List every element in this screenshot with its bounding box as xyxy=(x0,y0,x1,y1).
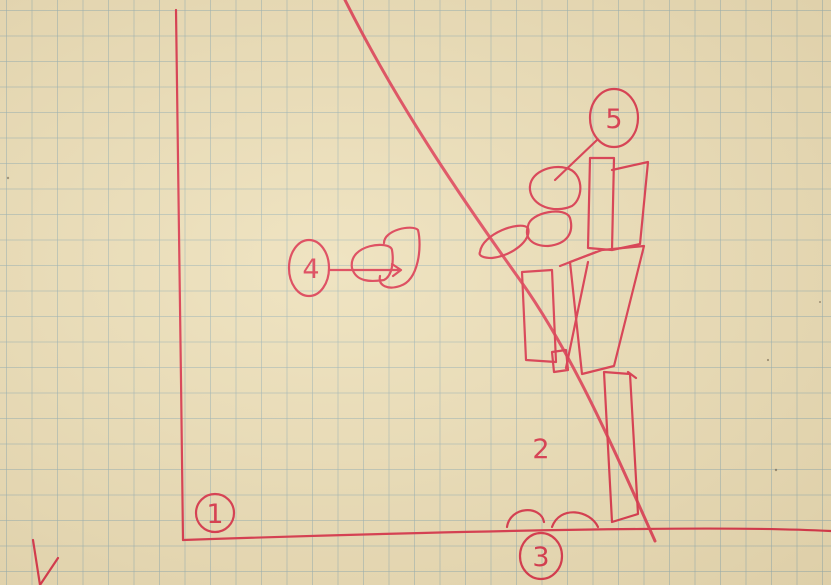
marker-3-right-arc xyxy=(552,512,598,527)
paper-speck xyxy=(819,301,821,303)
horizontal-axis-line xyxy=(183,529,831,540)
tall-rect-upper-left xyxy=(588,158,614,250)
upper-blob xyxy=(530,167,580,209)
marker-5-label: 5 xyxy=(605,104,622,135)
left-rect-middle xyxy=(522,270,556,362)
marker-4-label: 4 xyxy=(302,254,319,285)
marker-2-label: 2 xyxy=(532,434,549,465)
tall-rect-upper-right xyxy=(612,162,648,250)
paper-speck xyxy=(767,359,769,361)
slanted-rect-middle xyxy=(570,246,644,374)
paper-speck xyxy=(775,469,777,471)
marker-3-left-arc xyxy=(507,510,544,527)
small-block xyxy=(352,228,420,288)
paper-speck xyxy=(7,177,9,179)
marker-3-label: 3 xyxy=(532,542,549,573)
vertical-axis-line xyxy=(176,10,183,540)
marker-1-label: 1 xyxy=(206,499,223,530)
arrow-mark xyxy=(33,540,58,585)
lower-tall-rect xyxy=(604,372,638,522)
middle-blob xyxy=(527,212,571,246)
